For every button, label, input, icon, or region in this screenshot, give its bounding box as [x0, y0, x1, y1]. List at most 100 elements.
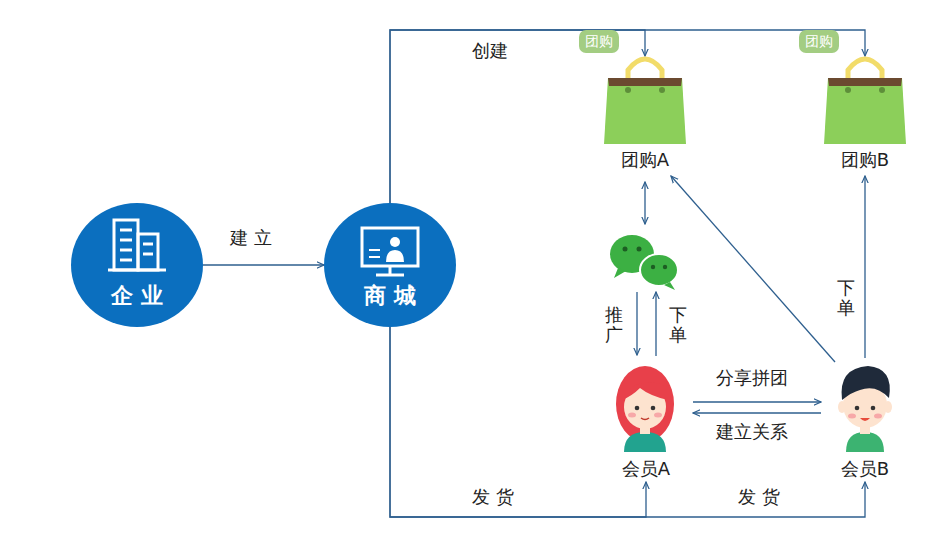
building-icon-part	[120, 259, 132, 262]
flow-connector	[390, 30, 865, 203]
building-icon-part	[143, 253, 153, 256]
member-a-figure-part	[616, 366, 674, 442]
mall-circle: 商 城	[324, 203, 456, 327]
member-b-figure-part	[843, 382, 887, 428]
wechat-icon-part	[614, 268, 626, 278]
building-icon-part	[120, 239, 132, 242]
edge-label: 分享拼团	[714, 367, 790, 389]
node-title: 商 城	[324, 283, 456, 309]
wechat-link	[644, 182, 645, 224]
building-icon-part	[138, 234, 158, 270]
bag-a	[604, 59, 686, 144]
monitor-icon-part	[376, 274, 404, 277]
member-a-figure-part	[622, 383, 668, 400]
node-title: 企 业	[71, 283, 203, 309]
bag-b-part	[828, 78, 902, 86]
node-label: 团购B	[819, 149, 911, 171]
member-a-figure-part	[640, 425, 650, 434]
flow-connector	[864, 176, 865, 358]
member-a-figure-part	[624, 432, 666, 452]
node-label: 会员A	[603, 458, 689, 480]
member-a-figure-part	[628, 413, 636, 418]
bag-b-part	[879, 87, 885, 93]
member-a-figure-part	[624, 385, 666, 429]
group-buy-bag: 团购团购A	[599, 56, 691, 176]
flow-note: 下单	[669, 303, 687, 347]
building-icon	[108, 220, 166, 270]
monitor-icon	[362, 228, 418, 275]
bag-b-part	[848, 59, 882, 84]
building-icon-part	[120, 229, 132, 232]
edge-label: 发 货	[470, 486, 516, 508]
building-icon-part	[108, 269, 166, 272]
edge-label: 发 货	[736, 486, 782, 508]
monitor-icon-part	[390, 237, 400, 247]
member-b-figure-part	[874, 414, 882, 419]
bag-b	[824, 59, 906, 144]
flow-note: 推广	[605, 303, 623, 347]
enterprise-circle: 企 业	[71, 203, 203, 327]
member-a-figure-part	[654, 413, 662, 418]
building-icon-part	[120, 249, 132, 252]
wechat-icon-part	[610, 235, 654, 273]
member-b-figure-part	[884, 401, 892, 413]
flow-connector	[671, 176, 835, 362]
building-icon-part	[143, 243, 153, 246]
bag-a-part	[628, 59, 662, 84]
wechat-wires	[637, 182, 656, 356]
order-arrow	[655, 292, 656, 356]
monitor-icon-part	[389, 266, 392, 274]
flow-connector	[693, 412, 821, 413]
node-label: 团购A	[599, 149, 691, 171]
member-a-figure	[616, 366, 674, 452]
bag-a-part	[659, 87, 665, 93]
member-a-figure-part	[651, 406, 656, 411]
member-a-figure-part	[641, 418, 649, 420]
wechat-icon-part	[640, 254, 678, 286]
member-b-figure-part	[842, 366, 890, 400]
flow-connector	[390, 327, 646, 517]
member-b-figure-part	[860, 418, 870, 421]
member-a-figure-part	[635, 406, 640, 411]
member-figure: 会员A	[603, 358, 689, 482]
edge-label: 建立关系	[714, 421, 790, 443]
bag-a-part	[604, 78, 686, 144]
wechat-icon-part	[651, 265, 655, 269]
wechat-icon-part	[663, 265, 667, 269]
member-b-figure-part	[838, 401, 846, 413]
monitor-icon-part	[369, 256, 380, 258]
member-b-figure-part	[871, 406, 876, 411]
wechat-icon-part	[623, 247, 628, 252]
bag-b-part	[845, 87, 851, 93]
promote-arrow	[636, 292, 637, 355]
member-b-figure-part	[848, 414, 856, 419]
wechat-icon	[610, 235, 678, 290]
bag-tag: 团购	[799, 30, 839, 53]
member-figure: 会员B	[825, 358, 905, 482]
building-icon-part	[114, 220, 138, 270]
edge-label: 建 立	[228, 227, 274, 249]
flow-connector	[203, 264, 324, 265]
bag-a-part	[625, 87, 631, 93]
bag-a-part	[608, 78, 682, 86]
flow-connector	[390, 30, 645, 203]
node-label: 会员B	[825, 458, 905, 480]
edge-label: 创建	[470, 40, 510, 62]
monitor-icon-part	[362, 228, 418, 266]
bag-b-part	[824, 78, 906, 144]
edge-label: 下单	[837, 276, 855, 320]
flow-connector	[390, 327, 865, 517]
monitor-icon-part	[369, 249, 380, 251]
bag-tag: 团购	[579, 30, 619, 53]
flow-connector	[693, 401, 821, 402]
monitor-icon-part	[386, 250, 404, 262]
wechat-icon-part	[664, 282, 675, 290]
member-b-figure	[838, 366, 892, 452]
wechat-icon-part	[637, 247, 642, 252]
member-b-figure-part	[855, 406, 860, 411]
member-b-figure-part	[846, 432, 884, 452]
member-b-figure-part	[860, 424, 870, 434]
group-buy-bag: 团购团购B	[819, 56, 911, 176]
